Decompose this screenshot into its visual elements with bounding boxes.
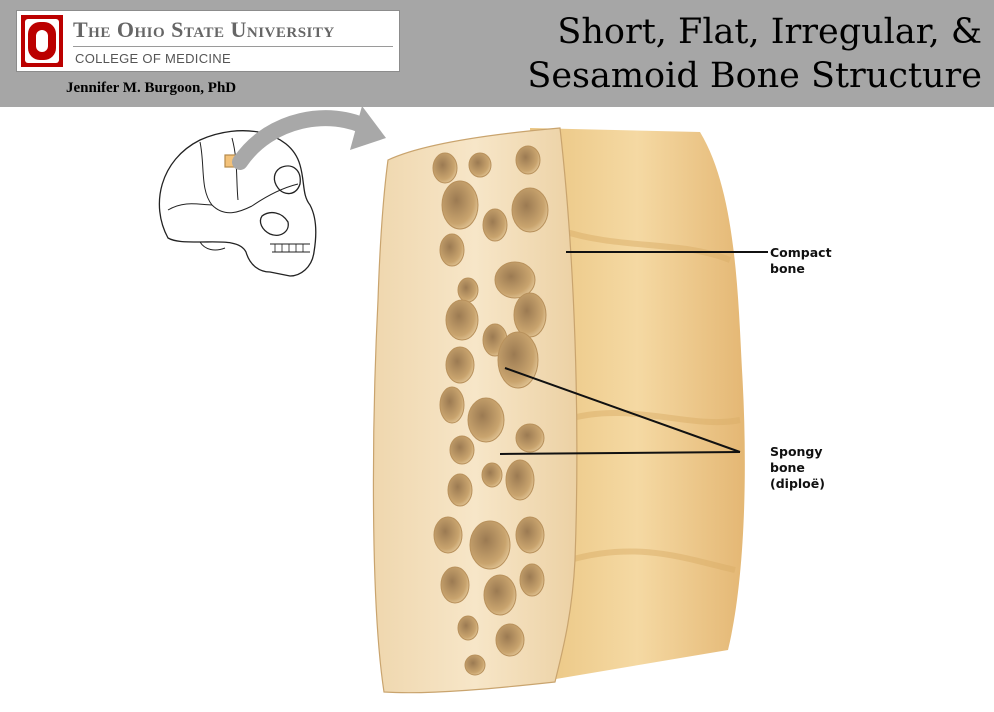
author-name: Jennifer M. Burgoon, PhD xyxy=(66,80,237,96)
university-name: The Ohio State University xyxy=(73,17,335,42)
spongy-bone-cavities xyxy=(432,145,549,676)
header-bar: The Ohio State University COLLEGE OF MED… xyxy=(0,0,994,107)
block-o-icon xyxy=(21,15,63,67)
arrow-icon xyxy=(232,106,386,170)
skull-drawing xyxy=(158,130,317,277)
label-compact-bone: Compact bone xyxy=(770,245,832,276)
slide-title: Short, Flat, Irregular, & Sesamoid Bone … xyxy=(527,10,982,98)
bone-outer-surface xyxy=(530,128,745,680)
logo-divider xyxy=(73,46,393,47)
title-line-2: Sesamoid Bone Structure xyxy=(527,56,982,96)
title-line-1: Short, Flat, Irregular, & xyxy=(557,12,982,52)
college-name: COLLEGE OF MEDICINE xyxy=(75,51,231,66)
bone-illustration xyxy=(158,106,768,694)
bone-diagram: Compact bone Spongy bone (diploë) xyxy=(0,106,994,707)
university-logo: The Ohio State University COLLEGE OF MED… xyxy=(16,10,400,72)
leader-lines xyxy=(499,251,768,455)
label-spongy-bone: Spongy bone (diploë) xyxy=(770,444,825,491)
